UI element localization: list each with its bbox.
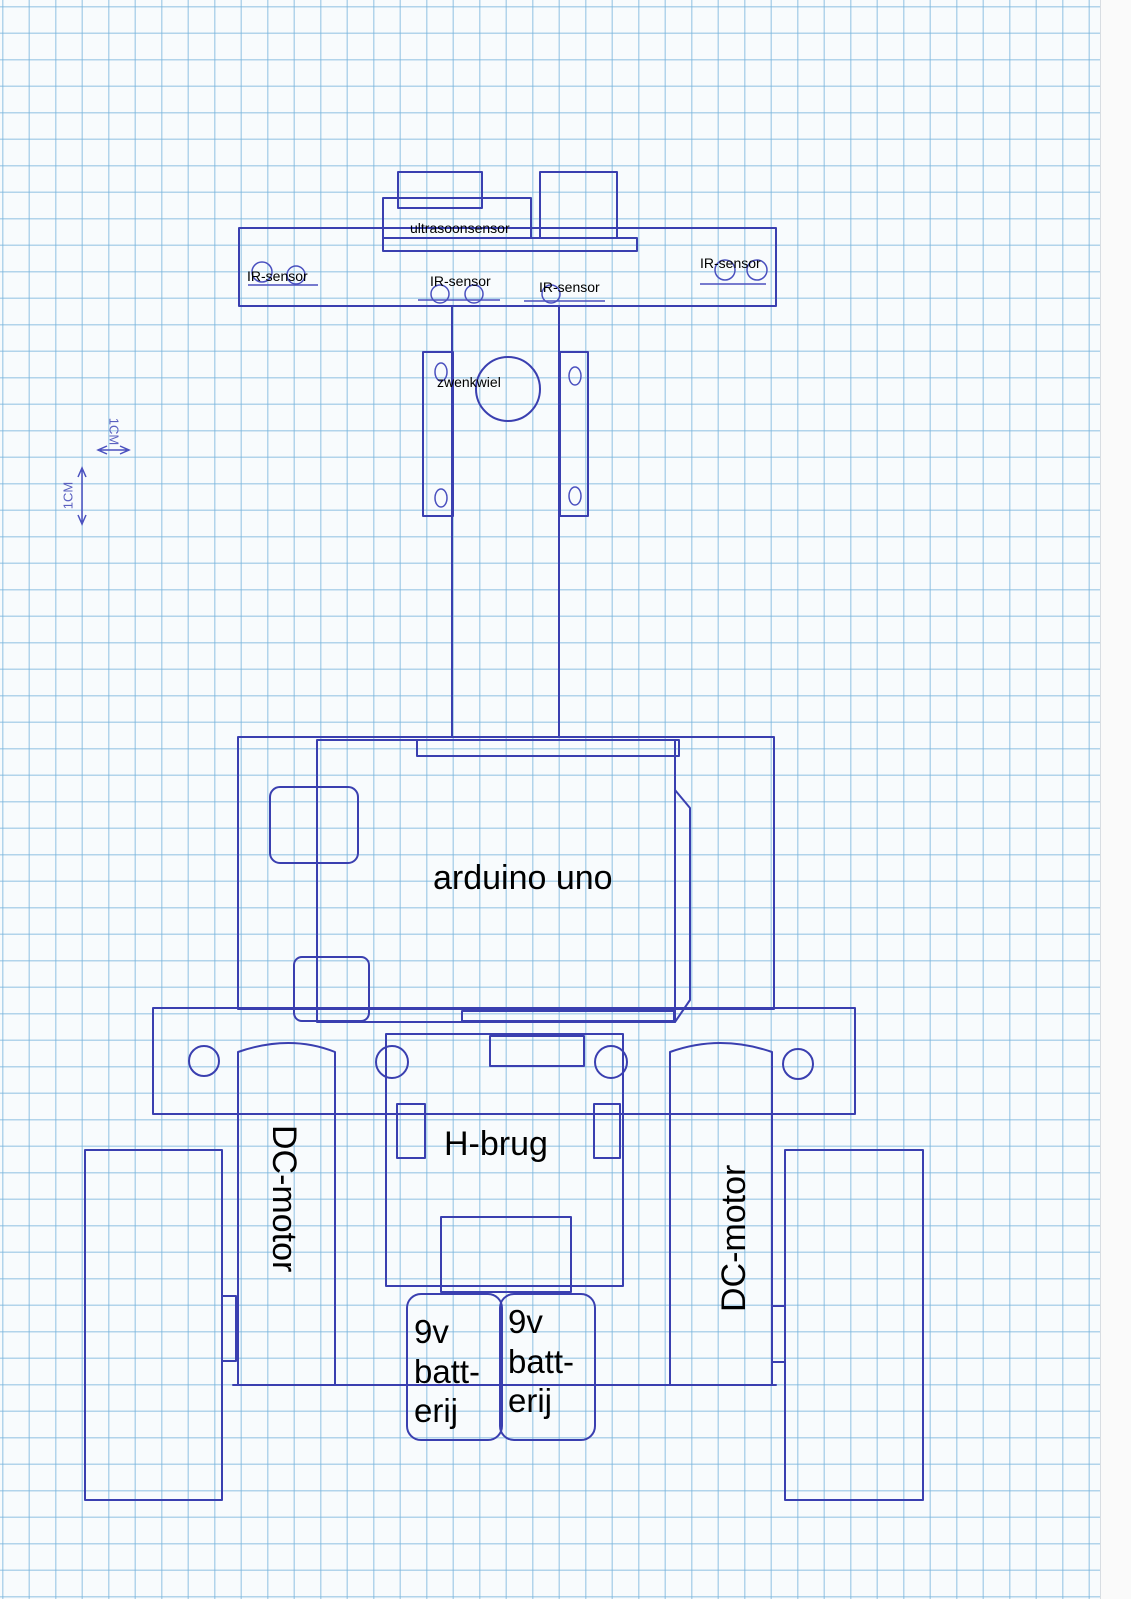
scale-arrows (77, 445, 131, 526)
sensor-bar-drawing (238, 227, 777, 307)
battery-right-line-3: erij (508, 1382, 553, 1420)
wheel-right-drawing (784, 1149, 924, 1501)
label-arduino: arduino uno (433, 859, 613, 897)
label-motor-left: DC-motor (265, 1125, 303, 1273)
label-ir-sensor-2: IR-sensor (430, 273, 491, 289)
scale-label-vertical: 1CM (106, 417, 122, 446)
battery-left-line-1: 9v (414, 1313, 449, 1350)
paper-edge (1100, 0, 1131, 1599)
battery-right-line-2: batt- (508, 1342, 575, 1380)
battery-right-label: 9v batt- erij (508, 1302, 574, 1421)
label-ultrasonic-sensor: ultrasoonsensor (410, 220, 510, 236)
label-motor-right: DC-motor (715, 1164, 753, 1312)
label-caster: zwenkwiel (437, 374, 501, 390)
label-hbridge: H-brug (444, 1125, 548, 1163)
battery-right-drawing (499, 1293, 596, 1441)
label-ir-sensor-3: IR-sensor (539, 279, 600, 295)
ultrasonic-sensor-drawing (382, 171, 638, 252)
label-ir-sensor-1: IR-sensor (247, 268, 308, 284)
motor-right-drawing (669, 1042, 773, 1386)
battery-right-line-1: 9v (508, 1303, 543, 1340)
battery-left-drawing (406, 1293, 503, 1441)
battery-left-label: 9v batt- erij (414, 1312, 480, 1431)
motor-left-drawing (237, 1042, 336, 1386)
scale-label-horizontal: 1CM (60, 481, 76, 510)
wheel-left-drawing (84, 1149, 223, 1501)
caster-drawing (422, 351, 589, 517)
battery-left-line-3: erij (414, 1392, 459, 1430)
arduino-drawing (269, 739, 691, 1023)
label-ir-sensor-4: IR-sensor (700, 255, 761, 271)
hbridge-drawing (375, 1033, 628, 1293)
chassis-mid-plate (152, 1007, 856, 1115)
battery-left-line-2: batt- (414, 1352, 481, 1390)
